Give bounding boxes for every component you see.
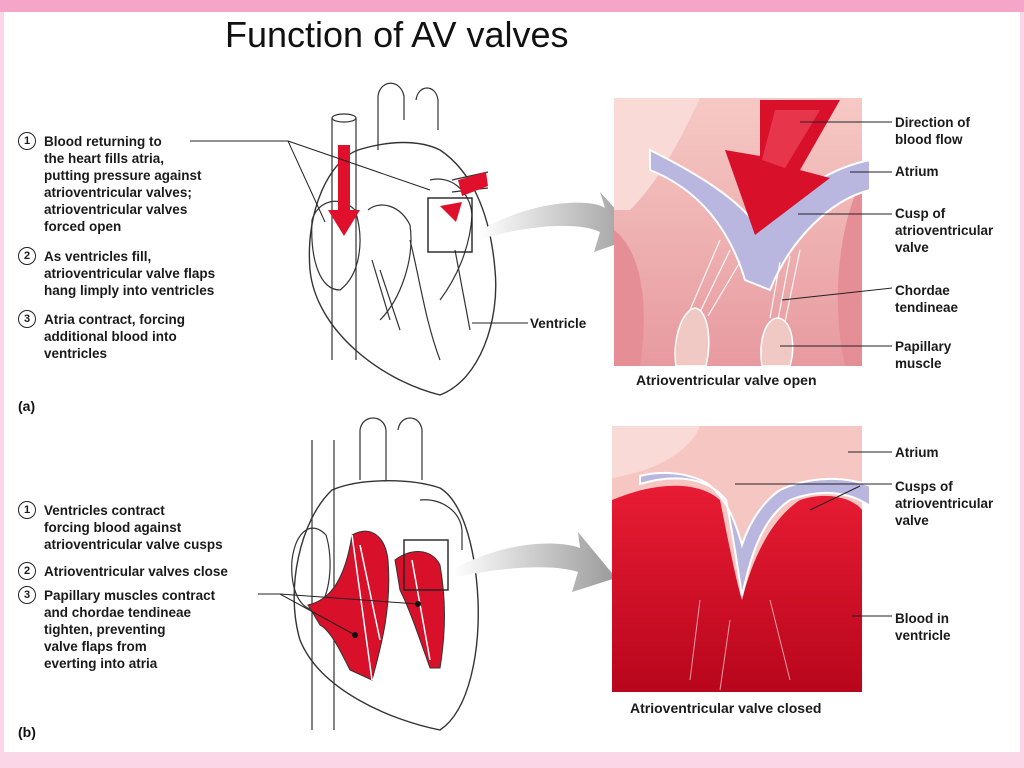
step-b-3: 3 Papillary muscles contract and chordae…: [18, 586, 216, 672]
panel-b-label: (b): [18, 724, 36, 740]
step-text: Atrioventricular valves close: [44, 564, 228, 579]
blood-label: Blood in ventricle: [895, 611, 951, 643]
bottom-band: [0, 752, 1024, 768]
step-a-1: 1 Blood returning to the heart fills atr…: [18, 132, 202, 235]
step-b-2: 2 Atrioventricular valves close: [18, 562, 228, 580]
atrium-label-b: Atrium: [895, 445, 939, 460]
cusp-label: Cusp of atrioventricular valve: [895, 206, 994, 255]
step-a-2: 2 As ventricles fill, atrioventricular v…: [18, 247, 216, 299]
step-b-1: 1 Ventricles contract forcing blood agai…: [18, 501, 223, 553]
blood-flow-arrows-a: [328, 145, 488, 236]
top-band: [0, 0, 1024, 12]
cusps-label: Cusps of atrioventricular valve: [895, 479, 994, 528]
magnify-arrow-a: [478, 192, 640, 252]
caption-closed: Atrioventricular valve closed: [630, 700, 822, 716]
step-text: Atria contract, forcing additional blood…: [44, 312, 186, 361]
step-text: As ventricles fill, atrioventricular val…: [44, 249, 216, 298]
right-border: [1020, 12, 1024, 752]
step-number: 3: [18, 586, 36, 604]
heart-a: [308, 82, 497, 396]
step-number: 3: [18, 310, 36, 328]
atrium-label-a: Atrium: [895, 164, 939, 179]
valve-closed-detail: [612, 426, 871, 692]
ventricle-label: Ventricle: [530, 316, 587, 331]
step-number: 1: [18, 501, 36, 519]
left-border: [0, 12, 4, 752]
valve-open-detail: [614, 98, 871, 367]
chordae-label: Chordae tendineae: [895, 283, 959, 315]
step-text: Ventricles contract forcing blood agains…: [44, 503, 223, 552]
magnify-arrow-b: [452, 532, 616, 592]
heart-b: [291, 417, 479, 731]
step-text: Papillary muscles contract and chordae t…: [44, 588, 216, 671]
detail-box-a: [427, 197, 473, 253]
caption-open: Atrioventricular valve open: [636, 372, 817, 388]
step-number: 1: [18, 132, 36, 150]
step-text: Blood returning to the heart fills atria…: [44, 134, 202, 234]
panel-a-label: (a): [18, 398, 36, 414]
slide-title: Function of AV valves: [225, 14, 569, 55]
step-number: 2: [18, 562, 36, 580]
step-a-3: 3 Atria contract, forcing additional blo…: [18, 310, 186, 362]
direction-label: Direction of blood flow: [895, 115, 971, 147]
papillary-label: Papillary muscle: [895, 339, 952, 371]
step-number: 2: [18, 247, 36, 265]
blood-fill-b: [307, 530, 445, 681]
detail-box-b: [403, 539, 449, 591]
